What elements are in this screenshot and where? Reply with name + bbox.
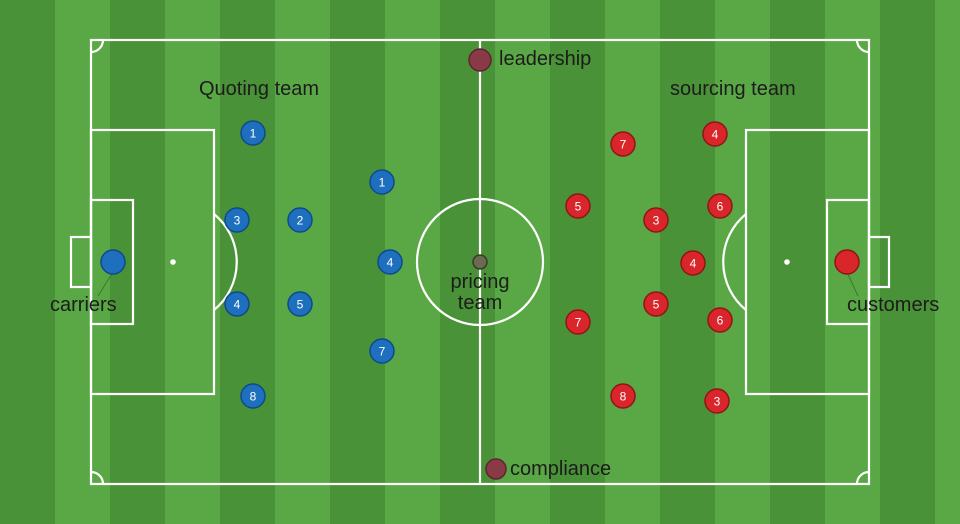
red-player: 8 [610,383,636,409]
red-player: 6 [707,307,733,333]
red-player: 4 [680,250,706,276]
leadership-label: leadership [499,48,592,70]
blue-player-number: 1 [379,176,386,190]
blue-player: 4 [377,249,403,275]
leadership-marker [468,48,492,72]
corner-arc-bottom-right [855,470,870,485]
blue-player: 1 [369,169,395,195]
customers-connector [846,271,859,297]
compliance-label: compliance [510,458,612,480]
quoting-team-label: Quoting team [199,78,320,100]
blue-player-number: 3 [234,214,241,228]
blue-player: 7 [369,338,395,364]
carriers-label: carriers [50,294,117,316]
blue-player-number: 8 [250,390,257,404]
corner-arc-bottom-left [90,470,105,485]
red-player-number: 5 [653,298,660,312]
quoting-team-players: 1 3 4 8 2 5 1 [224,120,403,409]
pitch-spots [170,259,790,265]
center-circle [415,197,545,327]
corner-arc-top-left [90,39,105,54]
red-player: 7 [565,309,591,335]
red-player: 3 [643,207,669,233]
red-player-number: 3 [714,395,721,409]
sourcing-team-players: 7 5 7 8 3 5 4 [565,121,733,414]
blue-player: 1 [240,120,266,146]
red-player: 5 [643,291,669,317]
left-goal [69,235,93,289]
compliance-marker [485,458,507,480]
blue-player: 8 [240,383,266,409]
red-player: 7 [610,131,636,157]
pricing-team-label-line1: pricing [450,271,510,293]
pricing-team-label-line2: team [457,292,503,314]
blue-player-number: 4 [234,298,241,312]
red-player-number: 4 [690,257,697,271]
red-player-number: 7 [620,138,627,152]
sourcing-team-label: sourcing team [670,78,796,100]
blue-player-number: 2 [297,214,304,228]
red-player-number: 6 [717,200,724,214]
right-penalty-spot [784,259,790,265]
pricing-team-label: pricing team [430,272,530,314]
pricing-team-marker [472,254,488,270]
connector-lines [97,271,859,297]
red-player: 3 [704,388,730,414]
red-player-number: 6 [717,314,724,328]
blue-player-number: 5 [297,298,304,312]
blue-player: 5 [287,291,313,317]
left-penalty-arc [213,213,238,311]
red-player-number: 3 [653,214,660,228]
carriers-marker [100,249,126,275]
carriers-connector [97,271,114,297]
left-penalty-spot [170,259,176,265]
blue-player-number: 1 [250,127,257,141]
grass-stripe [935,0,960,524]
blue-player: 3 [224,207,250,233]
grass-stripe [275,0,330,524]
red-player-number: 5 [575,200,582,214]
red-player: 6 [707,193,733,219]
right-goal [867,235,891,289]
customers-label: customers [847,294,940,316]
right-penalty-arc [722,213,747,311]
corner-arc-top-right [855,39,870,54]
customers-marker [834,249,860,275]
blue-player-number: 4 [387,256,394,270]
blue-player: 2 [287,207,313,233]
red-player: 4 [702,121,728,147]
blue-player-number: 7 [379,345,386,359]
stakeholder-markers [100,48,860,480]
blue-player: 4 [224,291,250,317]
red-player-number: 7 [575,316,582,330]
red-player-number: 4 [712,128,719,142]
red-player-number: 8 [620,390,627,404]
grass-stripe [495,0,550,524]
grass-stripe [605,0,660,524]
red-player: 5 [565,193,591,219]
pitch-markings [69,38,891,486]
